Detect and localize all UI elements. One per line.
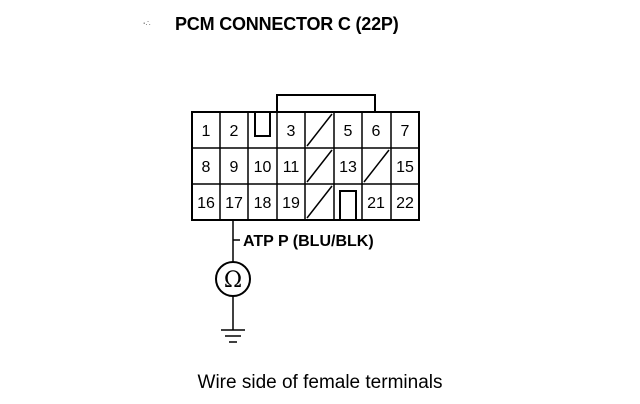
pin-22: 22 (396, 195, 414, 212)
pin-11: 11 (283, 159, 300, 176)
pin-13: 13 (339, 159, 357, 176)
pin-6: 6 (372, 123, 381, 140)
key-notch-top (254, 112, 271, 137)
pin-18: 18 (254, 195, 272, 212)
column-dividers (219, 112, 392, 220)
connector-title: PCM CONNECTOR C (22P) (175, 14, 399, 34)
pin-5: 5 (344, 123, 353, 140)
pin-8: 8 (202, 159, 211, 176)
pin-16: 16 (197, 195, 215, 212)
empty-cavity-marks (306, 113, 390, 219)
pin-1: 1 (202, 123, 211, 140)
ohm-symbol: Ω (224, 268, 242, 293)
pin-19: 19 (282, 195, 300, 212)
pin-10: 10 (254, 159, 272, 176)
pin-3: 3 (287, 123, 296, 140)
pin-21: 21 (367, 195, 385, 212)
pin-9: 9 (230, 159, 239, 176)
wire-label: ATP P (BLU/BLK) (243, 233, 374, 250)
scan-specks: ꞏ∴ (143, 19, 151, 28)
key-notch-bottom (339, 190, 357, 220)
figure-caption: Wire side of female terminals (197, 372, 443, 393)
ground-icon (221, 329, 245, 343)
connector-lock-tab (276, 94, 376, 112)
pin-17: 17 (225, 195, 243, 212)
pin-2: 2 (230, 123, 239, 140)
pin-15: 15 (396, 159, 414, 176)
pin-7: 7 (401, 123, 410, 140)
